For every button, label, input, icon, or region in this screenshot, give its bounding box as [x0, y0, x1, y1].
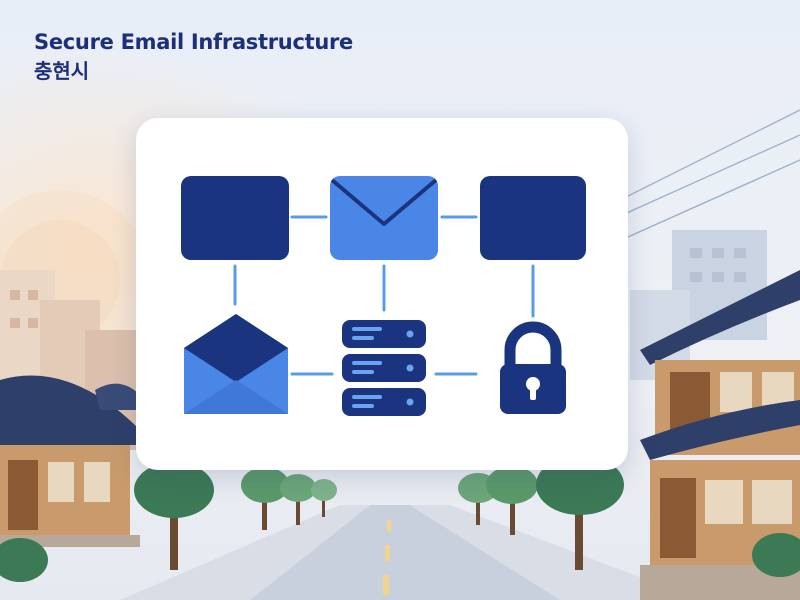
connectors [233, 215, 535, 376]
hanok-house-left [0, 375, 140, 547]
page-title: Secure Email Infrastructure [34, 30, 353, 54]
header: Secure Email Infrastructure 충현시 [34, 28, 353, 84]
server-stack-icon [342, 320, 426, 416]
infrastructure-diagram [181, 176, 586, 416]
envelope-open-icon [184, 314, 288, 414]
street-trees [0, 455, 800, 582]
road [120, 505, 700, 600]
infrastructure-card [136, 118, 628, 470]
page-subtitle: 충현시 [34, 59, 90, 83]
navy-box-icon [480, 176, 586, 260]
navy-box-icon [181, 176, 289, 260]
padlock-icon [500, 321, 566, 414]
envelope-closed-icon [330, 176, 438, 260]
